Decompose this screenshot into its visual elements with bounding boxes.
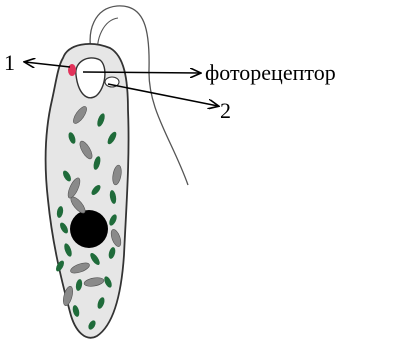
label-photoreceptor: фоторецептор [205,60,336,85]
nucleus [70,210,108,248]
arrow-to-photoreceptor [83,72,200,73]
stigma-eyespot [68,64,76,76]
label-1: 1 [4,50,15,75]
label-2: 2 [220,98,231,123]
